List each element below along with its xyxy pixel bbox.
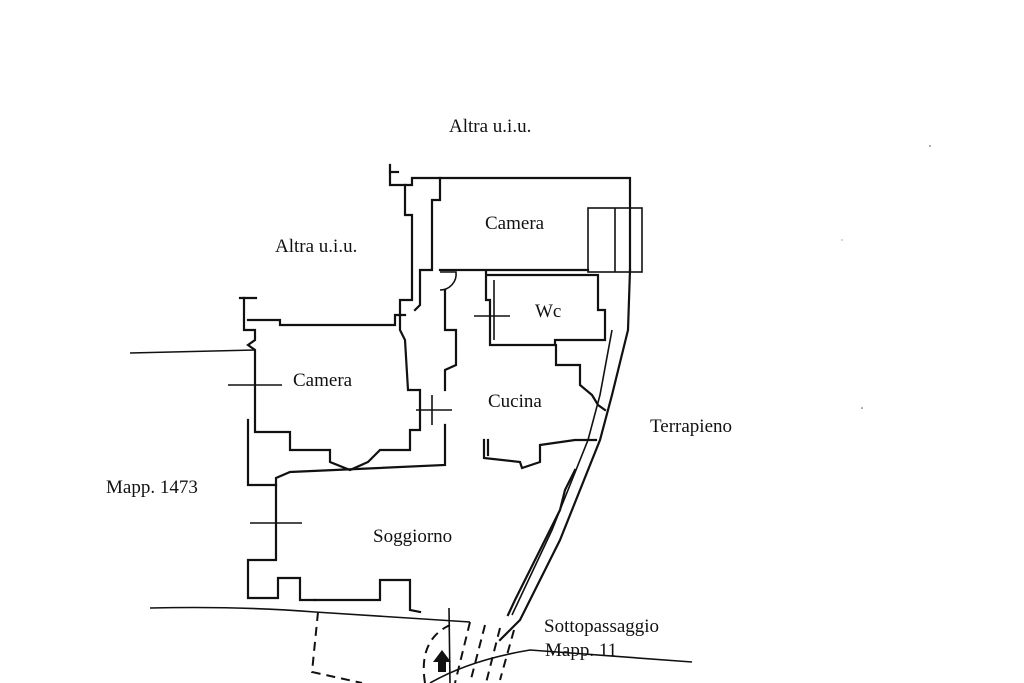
label-camera-left: Camera [293,370,353,391]
soggiorno-right-wall [506,468,577,617]
entry-line [448,607,451,683]
label-terrapieno: Terrapieno [650,416,732,437]
corridor [398,183,458,425]
corridor-right-wall [443,288,458,392]
cucina-walls [554,343,607,412]
street [149,606,693,683]
dashed-arc [422,624,451,683]
underpass-line [429,649,693,683]
label-cucina: Cucina [488,391,542,412]
label-mapp-11: Mapp. 11 [545,640,617,661]
label-altra-uiu-top: Altra u.i.u. [449,116,531,137]
room-camera-top [413,176,590,312]
top-wall [388,163,632,272]
label-mapp-1473: Mapp. 1473 [106,477,198,498]
label-camera-top: Camera [485,213,545,234]
speck [841,239,843,241]
street-line [149,606,471,623]
room-wc [474,270,607,347]
label-altra-uiu-left: Altra u.i.u. [275,236,357,257]
right-slanted-wall [498,268,632,642]
right-slanted-wall-inner [511,329,613,616]
soggiorno-west-wall [246,483,317,602]
dashed-boundary-left [310,611,363,683]
camera-left-top-wall [246,313,407,327]
room-camera-left [129,296,422,472]
door-arc [439,271,457,291]
label-sottopassaggio: Sottopassaggio [544,616,659,637]
left-property-line [129,349,256,354]
entrance-arrow-icon [433,650,451,672]
label-soggiorno: Soggiorno [373,526,452,547]
room-soggiorno [246,418,577,617]
outer-walls [388,163,643,642]
wc-walls [484,270,607,347]
camera-top-left-wall [413,176,442,312]
room-cucina [482,343,607,470]
dashed-ramp [454,621,515,683]
soggiorno-left-wall [246,418,447,487]
label-wc: Wc [535,301,561,322]
soggiorno-bottom-wall [313,578,422,614]
camera-left-walls [242,296,422,472]
cucina-bottom-wall [482,438,598,470]
speck [929,145,931,147]
corridor-left-wall [398,183,420,392]
speck [861,407,863,409]
